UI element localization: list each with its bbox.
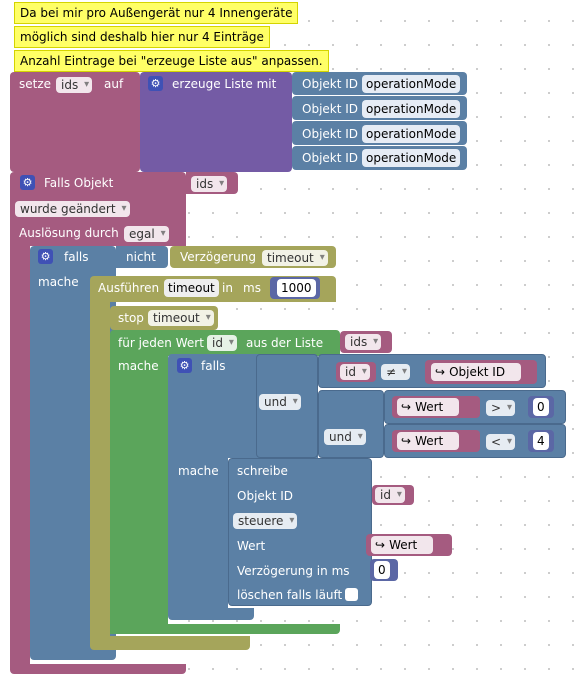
not-label: nicht (126, 250, 156, 264)
timeout-in-label: in (222, 281, 233, 295)
timeout-exec-label: Ausführen (98, 281, 160, 295)
object-id-label: Objekt ID (302, 77, 359, 91)
foreach-label: für jeden Wert (118, 336, 204, 350)
gear-icon[interactable]: ⚙ (148, 76, 163, 91)
write-value-text: Wert (389, 538, 418, 552)
value-label: Wert (415, 400, 444, 414)
object-id-label: Objekt ID (302, 102, 359, 116)
and-operator-dropdown[interactable]: und (259, 394, 301, 410)
object-id-label: Objekt ID (302, 127, 359, 141)
write-delay-field[interactable]: 0 (374, 561, 390, 579)
stop-label: stop (118, 311, 144, 325)
timeout-name-field[interactable]: timeout (164, 279, 219, 297)
trigger-by-label: Auslösung durch (19, 226, 119, 240)
return-arrow-icon: ↪ (375, 538, 386, 552)
if-condition-header (116, 246, 168, 268)
if-do-label: mache (38, 275, 79, 289)
gt-operator-dropdown[interactable]: > (486, 400, 516, 416)
and-operator-dropdown-nested[interactable]: und (324, 429, 366, 445)
return-arrow-icon: ↪ (401, 400, 412, 414)
object-id-field[interactable]: operationMode (362, 75, 461, 93)
comment-note-2[interactable]: möglich sind deshalb hier nur 4 Einträge (14, 26, 270, 48)
timeout-ms-label: ms (243, 281, 261, 295)
number-field[interactable]: 0 (533, 398, 549, 416)
return-arrow-icon: ↪ (401, 434, 412, 448)
value-field[interactable]: ↪Wert (397, 398, 460, 416)
object-id-lookup-label: Objekt ID (449, 365, 506, 379)
create-list-block[interactable] (140, 72, 292, 172)
foreach-block-footer (110, 624, 340, 634)
stop-dropdown[interactable]: timeout (148, 310, 214, 326)
write-object-id-label: Objekt ID (237, 489, 294, 503)
trigger-by-dropdown[interactable]: egal (124, 226, 169, 242)
value-field[interactable]: ↪Wert (397, 432, 460, 450)
trigger-block-footer (10, 664, 186, 674)
and-block-nested[interactable] (318, 390, 384, 458)
inner-if-spine (168, 456, 228, 616)
write-value-label: Wert (237, 539, 266, 553)
foreach-block-spine (110, 354, 168, 634)
set-auf-label: auf (104, 77, 124, 91)
if-label: falls (64, 250, 89, 264)
number-field[interactable]: 4 (533, 432, 549, 450)
object-id-field[interactable]: operationMode (362, 125, 461, 143)
object-id-lookup-field[interactable]: ↪Objekt ID (431, 363, 522, 381)
write-block[interactable] (228, 458, 372, 606)
set-variable-dropdown[interactable]: ids (56, 77, 93, 93)
value-label: Wert (415, 434, 444, 448)
comment-note-1[interactable]: Da bei mir pro Außengerät nur 4 Innenger… (14, 2, 299, 24)
compare-left-dropdown[interactable]: id (340, 364, 370, 380)
write-object-id-dropdown[interactable]: id (375, 487, 405, 503)
compare-operator-dropdown[interactable]: ≠ (381, 364, 411, 380)
inner-if-footer (168, 608, 254, 620)
foreach-list-dropdown[interactable]: ids (345, 334, 382, 350)
write-delay-label: Verzögerung in ms (237, 564, 350, 578)
inner-if-do-label: mache (178, 464, 219, 478)
foreach-from-label: aus der Liste (246, 336, 324, 350)
trigger-block-spine (10, 246, 30, 666)
object-id-field[interactable]: operationMode (362, 149, 461, 167)
write-title: schreibe (237, 464, 288, 478)
write-value-field[interactable]: ↪Wert (371, 536, 434, 554)
write-clear-label: löschen falls läuft (237, 588, 343, 602)
trigger-label: Falls Objekt (44, 176, 114, 190)
timeout-block-spine (90, 300, 110, 646)
gear-icon[interactable]: ⚙ (38, 249, 53, 264)
gear-icon[interactable]: ⚙ (177, 358, 192, 373)
set-label: setze (19, 77, 52, 91)
gear-icon[interactable]: ⚙ (20, 175, 35, 190)
create-list-label: erzeuge Liste mit (172, 77, 277, 91)
delay-label: Verzögerung (180, 250, 256, 264)
object-id-field[interactable]: operationMode (362, 100, 461, 118)
object-id-label: Objekt ID (302, 151, 359, 165)
comment-note-3[interactable]: Anzahl Eintrage bei "erzeuge Liste aus" … (14, 50, 329, 72)
timeout-block-footer (90, 636, 250, 650)
trigger-variable-dropdown[interactable]: ids (191, 176, 228, 192)
clear-checkbox[interactable] (345, 588, 358, 601)
timeout-value-field[interactable]: 1000 (277, 279, 316, 297)
delay-dropdown[interactable]: timeout (262, 250, 328, 266)
foreach-do-label: mache (118, 359, 159, 373)
trigger-change-dropdown[interactable]: wurde geändert (15, 201, 130, 217)
return-arrow-icon: ↪ (435, 365, 446, 379)
lt-operator-dropdown[interactable]: < (486, 434, 516, 450)
inner-if-label: falls (201, 359, 226, 373)
write-mode-dropdown[interactable]: steuere (233, 513, 298, 529)
foreach-variable-dropdown[interactable]: id (207, 335, 237, 351)
